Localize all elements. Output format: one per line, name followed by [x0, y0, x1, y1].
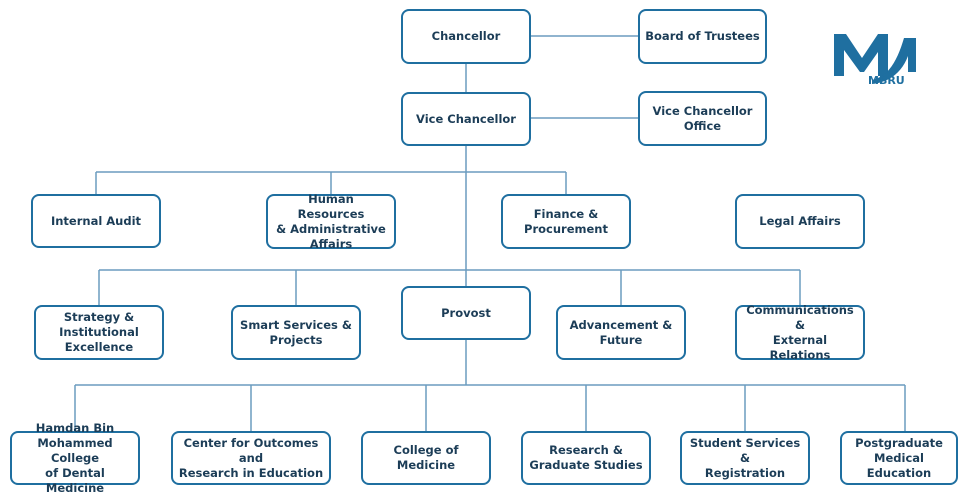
node-postgraduate: Postgraduate Medical Education — [840, 431, 958, 485]
node-vice-chancellor: Vice Chancellor — [401, 92, 531, 146]
node-postgrad-label: Postgraduate Medical Education — [855, 435, 943, 480]
node-internal-audit-label: Internal Audit — [50, 213, 142, 228]
node-chancellor-label: Chancellor — [431, 29, 501, 43]
node-vc-office-label: Vice Chancellor Office — [652, 103, 753, 133]
node-communications: Communications & External Relations — [735, 302, 865, 362]
node-research-graduate: Research & Graduate Studies — [521, 431, 651, 485]
node-communications-label: Communications & External Relations — [746, 302, 854, 362]
node-provost: Provost — [401, 286, 531, 340]
node-student-services: Student Services & Registration — [680, 431, 810, 485]
node-dental-college: Hamdan Bin Mohammed College of Dental Me… — [10, 421, 140, 495]
node-college-of-medicine: College of Medicine — [361, 431, 491, 485]
node-smart-label: Smart Services & Projects — [240, 317, 352, 347]
node-provost-label: Provost — [441, 305, 491, 320]
node-center-outcomes: Center for Outcomes and Research in Educ… — [171, 431, 331, 485]
node-research-label: Research & Graduate Studies — [529, 443, 643, 472]
node-vc-label: Vice Chancellor — [416, 111, 516, 126]
org-chart: Chancellor Board of Trustees Vice Chance… — [10, 9, 958, 495]
node-hr-label: Human Resources & Administrative Affairs — [276, 191, 386, 251]
logo-text: MBRU — [868, 74, 905, 87]
node-board-of-trustees: Board of Trustees — [638, 9, 767, 64]
node-dental-label: Hamdan Bin Mohammed College of Dental Me… — [35, 420, 115, 495]
node-vice-chancellor-office: Vice Chancellor Office — [638, 91, 767, 146]
node-chancellor: Chancellor — [401, 9, 531, 64]
node-strategy: Strategy & Institutional Excellence — [34, 305, 164, 360]
node-legal-label: Legal Affairs — [759, 214, 841, 228]
node-advancement: Advancement & Future — [556, 305, 686, 360]
node-outcomes-label: Center for Outcomes and Research in Educ… — [178, 435, 324, 480]
node-finance: Finance & Procurement — [501, 194, 631, 249]
mbru-logo-icon — [834, 34, 916, 84]
node-advancement-label: Advancement & Future — [569, 317, 673, 347]
node-finance-label: Finance & Procurement — [524, 206, 608, 236]
node-student-label: Student Services & Registration — [689, 435, 801, 480]
node-human-resources: Human Resources & Administrative Affairs — [266, 191, 396, 251]
node-smart-services: Smart Services & Projects — [231, 305, 361, 360]
node-medicine-label: College of Medicine — [393, 443, 459, 472]
node-board-label: Board of Trustees — [645, 29, 760, 43]
connector-lines — [74, 35, 906, 431]
node-internal-audit: Internal Audit — [31, 194, 161, 248]
node-legal-affairs: Legal Affairs — [735, 194, 865, 249]
node-strategy-label: Strategy & Institutional Excellence — [59, 310, 139, 354]
